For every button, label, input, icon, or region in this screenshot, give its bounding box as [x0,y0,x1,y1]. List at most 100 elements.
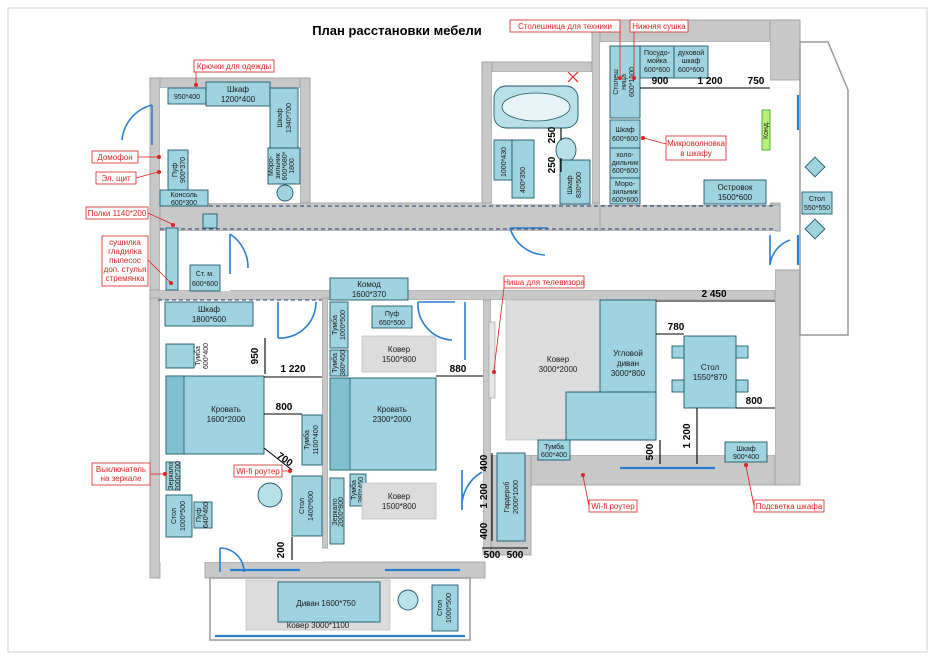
callout-microwave: Микроволновка в шкафу [641,135,727,161]
svg-text:550*550: 550*550 [804,205,830,212]
svg-text:830*500: 830*500 [576,172,583,198]
svg-text:900: 900 [652,76,669,87]
svg-text:Шкаф: Шкаф [615,127,635,134]
svg-text:600*600: 600*600 [192,281,218,288]
svg-text:Тумба: Тумба [331,353,339,373]
svg-text:1400*600: 1400*600 [308,491,315,521]
svg-text:1550*870: 1550*870 [693,373,728,382]
svg-text:600*600: 600*600 [612,168,638,175]
zone-dashes [158,205,775,301]
svg-text:Шкаф: Шкаф [736,446,756,453]
svg-text:1 200: 1 200 [682,423,693,448]
svg-text:Шкаф: Шкаф [198,305,220,314]
svg-text:500: 500 [645,443,656,460]
svg-text:Столеш: Столеш [613,69,620,95]
callout-panel: Эл. щит [95,170,161,185]
svg-text:1800*600: 1800*600 [192,315,227,324]
svg-text:в шкафу: в шкафу [680,149,712,158]
svg-text:Выключатель: Выключатель [96,465,146,474]
svg-text:Консоль: Консоль [171,192,198,199]
svg-text:600*680*: 600*680* [282,151,289,180]
svg-text:600*600: 600*600 [678,67,704,74]
windows [215,95,800,638]
svg-text:Пуф: Пуф [172,163,179,177]
page-title: План расстановки мебели [312,23,482,38]
svg-text:600*1500: 600*1500 [629,67,636,97]
svg-text:Гардероб: Гардероб [503,482,511,513]
svg-text:1600*370: 1600*370 [352,290,387,299]
svg-text:ница: ница [621,74,628,90]
svg-text:2000*800: 2000*800 [338,497,345,527]
callout-shelves: Полки 1140*200 [85,206,175,227]
svg-text:Шкаф: Шкаф [567,175,574,195]
svg-text:Ковер 3000*1100: Ковер 3000*1100 [287,621,350,630]
svg-text:Микроволновка: Микроволновка [667,139,725,148]
callout-appliance-counter: Столешница для техники [509,19,622,80]
svg-text:Крючки для одежды: Крючки для одежды [197,62,272,71]
svg-text:Конд.: Конд. [763,121,770,139]
svg-text:1 220: 1 220 [280,364,305,375]
svg-text:880: 880 [450,364,467,375]
svg-text:Шкаф: Шкаф [277,108,284,128]
svg-text:Посудо-: Посудо- [644,50,671,57]
svg-text:1 200: 1 200 [479,483,490,508]
svg-text:1500*600: 1500*600 [718,193,753,202]
vent-icon [567,71,579,83]
svg-text:Подсветка шкафа: Подсветка шкафа [756,502,823,511]
svg-text:950*400: 950*400 [174,94,200,101]
svg-text:1100*400: 1100*400 [313,425,320,455]
svg-text:Домофон: Домофон [97,153,132,162]
svg-text:400*350: 400*350 [520,167,527,193]
callout-dryer: Нижняя сушка [629,19,689,80]
svg-text:Угловой: Угловой [613,349,643,358]
callout-wifi2: Wi-fi роутер [581,473,638,513]
bathroom-furniture: 1000*430 400*350 Шкаф 830*500 [493,85,591,205]
svg-text:Столешница для техники: Столешница для техники [518,22,612,31]
svg-text:Тумба: Тумба [331,315,339,335]
svg-text:стремянка: стремянка [106,274,145,283]
svg-text:Стол: Стол [809,196,825,203]
svg-text:3000*800: 3000*800 [611,369,646,378]
svg-text:Пуф: Пуф [385,311,399,318]
svg-text:Шкаф: Шкаф [227,85,249,94]
callout-storage: сушилка гладилка пылесос доп. стулья стр… [101,235,173,287]
svg-text:900*370: 900*370 [180,157,187,183]
callout-hooks: Крючки для одежды [193,59,275,87]
page-border [7,7,928,653]
svg-text:1000*500: 1000*500 [446,593,453,623]
svg-text:Ковер: Ковер [547,355,570,364]
svg-text:Пуф: Пуф [196,508,203,522]
svg-text:640*460: 640*460 [203,502,210,528]
svg-text:200: 200 [276,541,287,558]
svg-text:Стол: Стол [171,508,178,524]
svg-text:500: 500 [507,550,524,561]
callout-tv-niche: Ниша для телевизора [492,275,585,374]
callout-intercom: Домофон [91,150,161,164]
svg-text:380*450: 380*450 [358,477,365,503]
svg-text:1200*400: 1200*400 [221,95,256,104]
svg-text:800: 800 [746,396,763,407]
svg-text:Тумба: Тумба [303,430,311,450]
svg-text:1600*2000: 1600*2000 [207,415,246,424]
svg-text:750: 750 [748,76,765,87]
svg-text:Кровать: Кровать [377,405,407,414]
svg-text:2000*1000: 2000*1000 [513,480,520,514]
svg-text:доп. стулья: доп. стулья [104,265,147,274]
svg-text:холо-: холо- [616,152,634,159]
svg-text:Стол: Стол [299,498,306,514]
svg-text:1800: 1800 [289,158,296,174]
svg-text:зильник: зильник [275,152,282,179]
svg-text:Wi-fi роутер: Wi-fi роутер [236,467,280,476]
svg-text:2 450: 2 450 [701,289,726,300]
svg-text:780: 780 [668,322,685,333]
svg-text:400: 400 [479,454,490,471]
svg-text:600*600: 600*600 [644,67,670,74]
svg-text:Ковер: Ковер [388,492,411,501]
svg-text:1 200: 1 200 [697,76,722,87]
svg-text:Диван 1600*750: Диван 1600*750 [296,599,356,608]
svg-text:шкаф: шкаф [682,58,701,65]
svg-text:Комод: Комод [357,280,381,289]
svg-text:Тумба: Тумба [194,346,202,366]
svg-text:Ниша для телевизора: Ниша для телевизора [503,278,585,287]
